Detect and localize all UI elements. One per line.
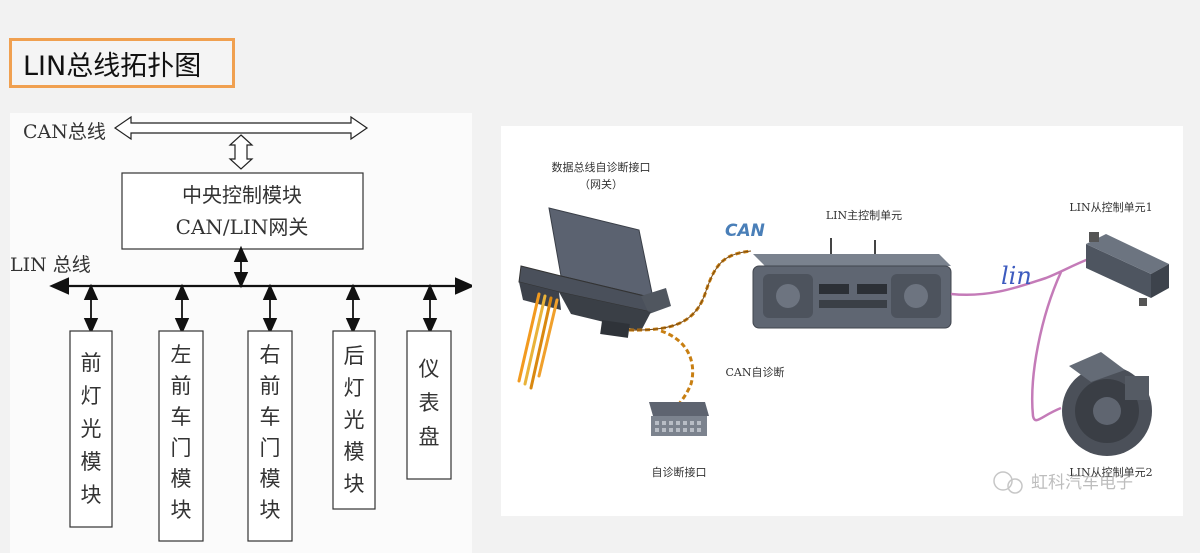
svg-text:表: 表 (419, 391, 440, 415)
lin-slave1-image (1086, 232, 1169, 306)
svg-text:块: 块 (81, 483, 102, 507)
svg-text:车: 车 (171, 405, 192, 429)
gateway-label-line1: 数据总线自诊断接口 (552, 160, 651, 174)
lin-wire-slave2 (1031, 271, 1063, 422)
svg-text:块: 块 (260, 498, 281, 522)
svg-text:模: 模 (171, 467, 192, 491)
lin-slave2-image (1062, 352, 1152, 456)
lin-master-label: LIN主控制单元 (826, 208, 902, 222)
can-bus-label: CAN总线 (23, 121, 106, 143)
svg-text:模: 模 (344, 440, 365, 464)
topology-schematic: CAN总线 中央控制模块 CAN/LIN网关 LIN 总线 前 灯 光 (10, 113, 472, 553)
module-label-left-door: 左 前 车 门 模 块 (171, 343, 192, 522)
module-label-right-door: 右 前 车 门 模 块 (260, 343, 281, 522)
svg-text:光: 光 (81, 417, 102, 441)
can-diag-wire (660, 329, 695, 405)
module-box-taillight (332, 330, 376, 510)
lin-slave2-label: LIN从控制单元2 (1069, 465, 1152, 479)
svg-text:右: 右 (260, 343, 281, 367)
svg-text:灯: 灯 (81, 384, 102, 408)
module-label-headlight: 前 灯 光 模 块 (81, 351, 102, 507)
page-title: LIN总线拓扑图 (9, 38, 235, 88)
svg-text:块: 块 (344, 472, 365, 496)
gateway-module-image (518, 207, 671, 338)
module-label-taillight: 后 灯 光 模 块 (344, 344, 365, 496)
svg-text:仪: 仪 (419, 357, 440, 381)
lin-bus-label: LIN 总线 (10, 254, 91, 276)
gateway-line2: CAN/LIN网关 (176, 215, 309, 239)
schematic-svg: CAN总线 中央控制模块 CAN/LIN网关 LIN 总线 前 灯 光 (10, 115, 472, 542)
lin-master-image (752, 238, 952, 329)
can-tag: CAN (725, 221, 765, 241)
lin-slave1-label: LIN从控制单元1 (1069, 200, 1152, 214)
svg-text:门: 门 (260, 436, 281, 460)
svg-text:虹科汽车电子: 虹科汽车电子 (1031, 473, 1133, 493)
gateway-can-link-arrow (228, 134, 254, 170)
svg-text:左: 左 (171, 343, 192, 367)
svg-text:前: 前 (260, 374, 281, 398)
module-label-dashboard: 仪 表 盘 (419, 357, 440, 449)
can-bus-arrow (113, 115, 369, 141)
svg-text:后: 后 (344, 344, 365, 368)
gateway-wire-bundle (517, 292, 559, 390)
svg-text:灯: 灯 (344, 376, 365, 400)
lin-tag: lin (1001, 262, 1032, 290)
page-title-text: LIN总线拓扑图 (23, 50, 202, 82)
topology-illustration: 数据总线自诊断接口 （网关） CAN LIN主控制单元 lin LIN从控制单元… (501, 126, 1183, 516)
can-diag-label: CAN自诊断 (726, 365, 785, 379)
svg-text:模: 模 (81, 450, 102, 474)
diag-port-label: 自诊断接口 (652, 465, 707, 479)
watermark: 虹科汽车电子 (993, 471, 1133, 494)
svg-text:模: 模 (260, 467, 281, 491)
svg-text:块: 块 (171, 498, 192, 522)
svg-text:前: 前 (81, 351, 102, 375)
svg-text:车: 车 (260, 405, 281, 429)
gateway-label-line2: （网关） (579, 177, 623, 191)
module-box-dashboard (406, 330, 452, 480)
module-box-right-door (247, 330, 293, 542)
diag-port-image (649, 402, 709, 436)
svg-text:光: 光 (344, 408, 365, 432)
svg-text:门: 门 (171, 436, 192, 460)
wechat-icon (993, 471, 1013, 491)
module-box-headlight (69, 330, 113, 528)
gateway-box (121, 172, 364, 250)
svg-text:盘: 盘 (419, 425, 440, 449)
lin-wire (950, 256, 1092, 296)
module-box-left-door (158, 330, 204, 542)
svg-text:前: 前 (171, 374, 192, 398)
illustration-svg: 数据总线自诊断接口 （网关） CAN LIN主控制单元 lin LIN从控制单元… (517, 160, 1169, 494)
gateway-line1: 中央控制模块 (182, 183, 302, 207)
